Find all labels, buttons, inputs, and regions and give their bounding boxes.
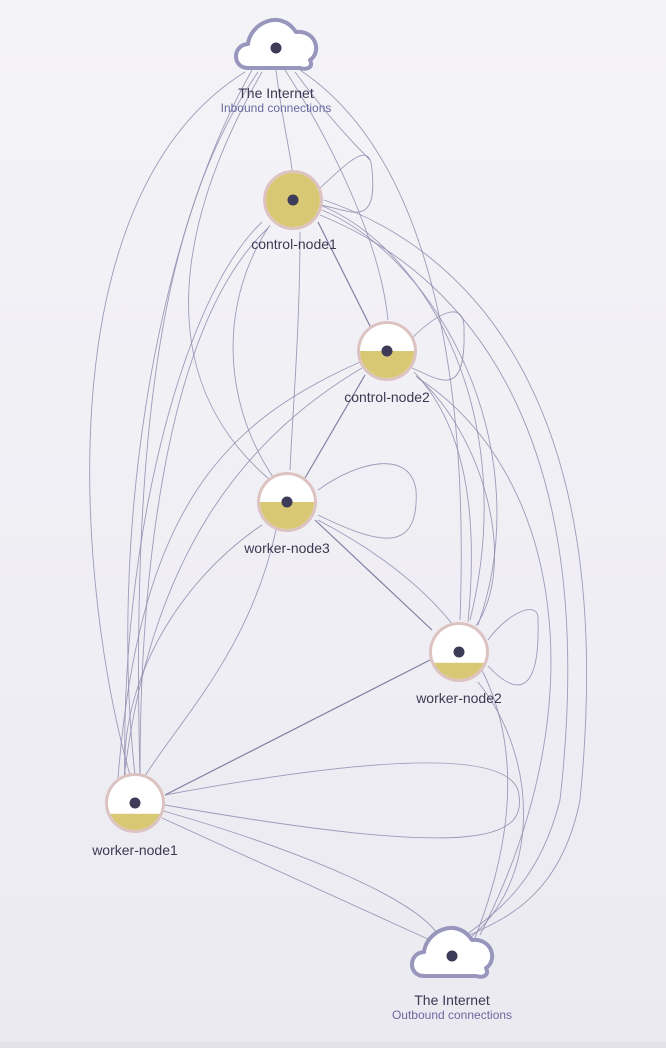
node-dot bbox=[453, 646, 465, 658]
node-fill-level bbox=[108, 813, 162, 830]
edge-worker2-out bbox=[469, 681, 524, 939]
worker-node3-label: worker-node3 bbox=[244, 540, 330, 556]
internet-outbound-node[interactable] bbox=[410, 926, 495, 979]
internet-inbound-label: The Internet Inbound connections bbox=[221, 85, 332, 115]
edge-control1-out bbox=[323, 199, 588, 936]
node-dot bbox=[129, 797, 141, 809]
worker-node1-node[interactable] bbox=[105, 773, 165, 833]
edge-internet-control1 bbox=[275, 69, 293, 171]
node-dot bbox=[281, 496, 293, 508]
node-dot bbox=[287, 194, 299, 206]
edge-control1-worker1b bbox=[139, 227, 269, 776]
control-node2-label: control-node2 bbox=[344, 389, 430, 405]
edge-internet-worker1a bbox=[89, 71, 246, 776]
edge-worker2-worker1 bbox=[164, 659, 431, 796]
edge-control1-worker3b bbox=[232, 224, 276, 481]
node-fill-level bbox=[432, 662, 486, 679]
edge-internet-control2 bbox=[284, 69, 389, 321]
edge-control1-worker2b bbox=[321, 209, 498, 626]
internet-outbound-title: The Internet bbox=[414, 992, 490, 1008]
edge-control2-worker3 bbox=[304, 374, 366, 479]
edge-internet-worker3 bbox=[188, 71, 271, 481]
node-dot bbox=[381, 345, 393, 357]
edge-worker1-loop bbox=[164, 762, 521, 839]
internet-outbound-subtitle: Outbound connections bbox=[391, 1008, 513, 1022]
control-node2-node[interactable] bbox=[357, 321, 417, 381]
worker-node2-label: worker-node2 bbox=[416, 690, 502, 706]
edge-control2-out bbox=[417, 377, 552, 936]
edge-control1-worker2 bbox=[319, 204, 485, 621]
internet-inbound-node[interactable] bbox=[234, 18, 319, 71]
internet-inbound-title: The Internet bbox=[238, 85, 314, 101]
internet-outbound-label: The Internet Outbound connections bbox=[392, 992, 512, 1022]
edge-control1-self bbox=[317, 154, 374, 213]
edge-internet-worker1c bbox=[138, 71, 259, 777]
internet-inbound-subtitle: Inbound connections bbox=[220, 101, 332, 115]
worker-node2-node[interactable] bbox=[429, 622, 489, 682]
node-dot bbox=[446, 950, 458, 962]
edge-worker3-worker2 bbox=[314, 519, 433, 631]
connection-edges bbox=[89, 69, 588, 941]
edge-internet-worker2 bbox=[299, 69, 462, 621]
worker-node3-node[interactable] bbox=[257, 472, 317, 532]
edge-control1-control2 bbox=[317, 221, 373, 331]
edge-worker2-self bbox=[487, 609, 539, 686]
edge-worker1-out-b bbox=[159, 809, 441, 939]
edge-control2-worker2 bbox=[413, 371, 472, 623]
edge-worker3-self bbox=[317, 463, 417, 539]
edge-control2-worker2b bbox=[415, 375, 495, 627]
edge-control2-self bbox=[409, 311, 465, 381]
control-node1-node[interactable] bbox=[263, 170, 323, 230]
edge-control2-worker1 bbox=[117, 361, 361, 779]
edge-control1-out-b bbox=[319, 214, 569, 939]
edge-worker1-out bbox=[161, 817, 431, 941]
edge-control2-worker1b bbox=[123, 367, 363, 779]
control-node1-label: control-node1 bbox=[251, 236, 337, 252]
edge-worker3-worker1 bbox=[124, 524, 263, 777]
edge-worker3-out bbox=[317, 519, 509, 939]
node-dot bbox=[270, 42, 282, 54]
edge-control1-worker1 bbox=[124, 221, 263, 776]
edge-control1-worker3 bbox=[289, 231, 301, 471]
edge-internet-worker1b bbox=[127, 69, 253, 776]
bottom-border bbox=[0, 1042, 666, 1048]
worker-node1-label: worker-node1 bbox=[92, 842, 178, 858]
edge-worker3-worker1b bbox=[144, 529, 277, 777]
